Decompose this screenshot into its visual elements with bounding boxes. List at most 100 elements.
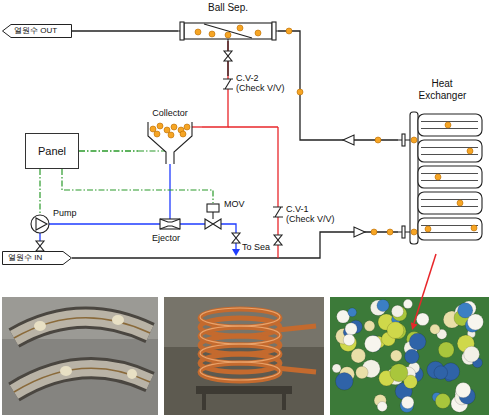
photo-copper-coil [164,297,324,347]
flow-arrowhead [343,135,354,145]
cleaning-ball [464,346,480,362]
flow-arrowhead [354,227,365,237]
cleaning-ball [209,31,215,37]
pipe-line [72,232,398,258]
drain-label-holder: To Sea [242,242,270,252]
leader-arrow [411,254,436,330]
leader-arrow [411,322,418,330]
pump-label: Pump [53,208,77,218]
cleaning-ball [157,123,163,129]
pipe-connector [79,151,138,152]
control-signal-line [62,169,213,203]
cleaning-ball [364,321,375,332]
cleaning-ball [430,324,440,334]
cleaning-ball [445,122,451,128]
cleaning-ball [286,28,393,235]
cleaning-ball [471,225,477,231]
cleaning-ball [411,229,417,235]
heat-exchanger-shape [418,192,482,214]
cleaning-ball [457,200,463,206]
photo-copper-coil [276,326,316,372]
check-valve-label-holder: C.V-2 (Check V/V) [236,73,285,94]
node-label: Heat Exchanger [419,78,466,101]
pump-symbol [31,215,49,233]
cleaning-ball [171,124,177,130]
valve-symbol [273,207,283,217]
motor-valve-symbol [205,204,221,229]
cleaning-ball [356,366,368,378]
collector-shape [148,122,192,164]
ball-separator-shape [180,22,184,40]
photo-pipe-sections [14,318,150,338]
check-valve-label: C.V-1 (Check V/V) [286,204,335,225]
cleaning-ball [435,174,441,180]
cleaning-ball [425,226,431,232]
cleaning-ball [387,229,393,235]
motor-valve-symbol [207,204,219,212]
photo-pipe-sections [34,321,46,331]
control-panel: Panel [25,133,79,169]
pipe-line [169,164,170,219]
heat-exchanger-shape [402,134,405,146]
photo-copper-coil [164,297,324,415]
motor-valve-symbol [212,212,213,219]
control-signal-line [40,169,213,214]
photo-copper-coil [200,326,280,344]
cleaning-ball [403,299,412,308]
cleaning-ball [434,366,448,380]
photo-copper-coil [200,309,316,381]
heat-exchanger-shape [398,78,486,250]
pipe-line [228,126,278,127]
valve-symbol [223,79,233,89]
heat-exchanger-shape [398,112,482,244]
photo-copper-coil [200,363,280,381]
heat-exchanger-shape [418,218,482,240]
cleaning-ball [377,402,387,412]
cleaning-ball [168,132,174,138]
motor-valve-symbol [205,219,221,229]
cleaning-ball [405,349,419,363]
photo-copper-coil [200,308,280,326]
valve-symbol [223,79,233,89]
cleaning-ball [237,25,243,31]
photo-pipe-sections [2,297,158,415]
photo-copper-coil [196,386,292,394]
control-signal-line [138,150,165,151]
pipe-line [79,150,138,151]
pipe-line [72,30,178,31]
cleaning-ball [365,335,382,352]
pipe-connector [72,227,398,258]
heat-exchanger-shape [418,114,482,136]
ejector-symbol [160,219,180,229]
check-valve-label: C.V-2 (Check V/V) [236,73,285,94]
photo-pipe-sections [14,318,150,338]
photo-copper-coil [164,297,324,415]
pump-label-holder: Pump [53,208,77,218]
heat-exchanger: Heat Exchanger [398,78,486,250]
cleaning-ball [371,229,377,235]
photo-copper-coil [200,362,280,380]
heat-exchanger-shape [421,226,478,233]
pipe-line [192,126,202,127]
cleaning-ball [154,131,160,137]
photo-pipe-sections [14,368,150,392]
cleaning-ball [348,308,357,317]
cleaning-ball [402,396,414,408]
photo-copper-coil [200,344,280,362]
heat-exchanger-shape [418,140,482,162]
cleaning-ball [164,127,170,133]
cleaning-ball [387,322,404,339]
cleaning-ball [391,350,402,361]
photo-copper-coil [204,394,284,410]
ejector-label: Ejector [152,233,180,243]
photo-pipe-sections [60,366,72,376]
pipe-line [278,31,398,140]
leader-arrow [414,254,436,323]
photo-pipe-sections [112,315,124,325]
cleaning-ball [297,89,303,95]
control-signal-line [39,169,40,214]
cleaning-ball [255,30,261,36]
pipe-connector [72,31,178,32]
valve-label-holder: MOV [224,199,245,209]
cleaning-ball [435,394,450,409]
